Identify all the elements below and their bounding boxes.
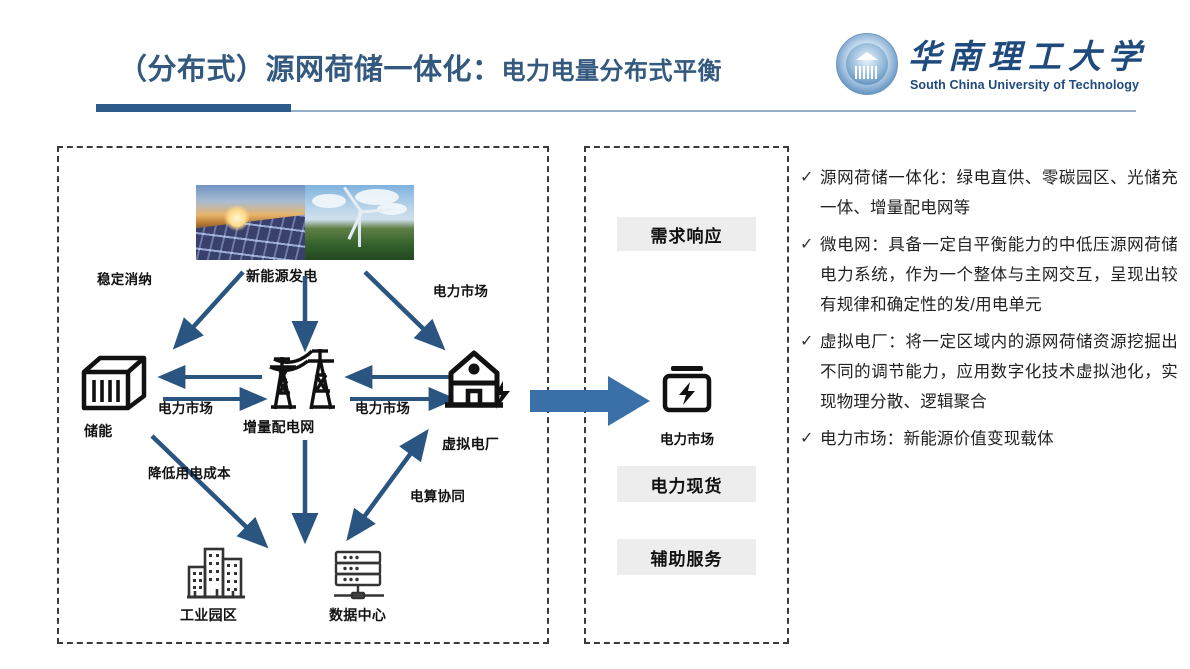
list-item: ✓ 微电网：具备一定自平衡能力的中低压源网荷储电力系统，作为一个整体与主网交互，…	[800, 230, 1178, 320]
university-logo: 华南理工大学 South China University of Technol…	[836, 28, 1146, 100]
label-power-market-right: 电力市场	[433, 284, 489, 299]
label-virtual-power-plant: 虚拟电厂	[442, 436, 500, 452]
label-energy-storage: 储能	[84, 423, 113, 439]
label-industrial-park: 工业园区	[180, 607, 238, 623]
label-data-center: 数据中心	[329, 607, 387, 623]
node-virtual-power-plant	[441, 347, 515, 415]
tag-ancillary-services[interactable]: 辅助服务	[617, 539, 756, 575]
label-power-market-grid-vpp: 电力市场	[355, 401, 411, 416]
flow-arrow-icon	[530, 376, 650, 426]
label-new-energy-generation: 新能源发电	[246, 268, 318, 284]
page-title: （分布式）源网荷储一体化：电力电量分布式平衡	[118, 46, 722, 88]
list-item-text: 虚拟电厂：将一定区域内的源网荷储资源挖掘出不同的调节能力，应用数字化技术虚拟池化…	[820, 333, 1178, 411]
check-icon: ✓	[800, 430, 814, 447]
wind-turbine-photo	[305, 185, 414, 260]
page-title-main: （分布式）源网荷储一体化：	[118, 54, 502, 86]
market-center-icon-wrap	[659, 362, 715, 416]
node-distribution-grid	[266, 345, 344, 413]
renewable-energy-photo	[196, 185, 414, 260]
list-item-text: 微电网：具备一定自平衡能力的中低压源网荷储电力系统，作为一个整体与主网交互，呈现…	[820, 236, 1178, 314]
node-industrial-park	[185, 545, 247, 601]
server-rack-icon	[334, 550, 384, 600]
list-item: ✓ 虚拟电厂：将一定区域内的源网荷储资源挖掘出不同的调节能力，应用数字化技术虚拟…	[800, 327, 1178, 417]
slide-header: （分布式）源网荷储一体化：电力电量分布式平衡 华南理工大学 South Chin…	[0, 0, 1190, 122]
page-title-sub: 电力电量分布式平衡	[501, 58, 723, 85]
tag-demand-response[interactable]: 需求响应	[617, 217, 756, 251]
university-name-cn: 华南理工大学	[908, 37, 1148, 76]
node-energy-storage	[80, 352, 150, 414]
check-icon: ✓	[800, 169, 814, 186]
industrial-buildings-icon	[187, 547, 245, 599]
power-plant-icon	[445, 350, 510, 409]
solar-farm-photo	[196, 185, 305, 260]
title-underline-bar	[96, 104, 291, 112]
battery-market-icon	[662, 366, 712, 413]
label-power-market-storage-grid: 电力市场	[158, 401, 214, 416]
list-item-text: 电力市场：新能源价值变现载体	[820, 430, 1054, 448]
diagram-arrows	[150, 270, 457, 549]
university-seal-icon	[836, 33, 898, 95]
notes-list: ✓ 源网荷储一体化：绿电直供、零碳园区、光储充一体、增量配电网等 ✓ 微电网：具…	[800, 163, 1178, 461]
label-power-compute-synergy: 电算协同	[410, 489, 466, 504]
check-icon: ✓	[800, 333, 814, 350]
university-name-en: South China University of Technology	[910, 78, 1140, 92]
node-data-center	[328, 548, 390, 602]
title-underline-line	[291, 110, 1136, 112]
list-item: ✓ 电力市场：新能源价值变现载体	[800, 424, 1178, 454]
label-market-center: 电力市场	[660, 432, 714, 447]
check-icon: ✓	[800, 236, 814, 253]
battery-container-icon	[81, 355, 147, 411]
label-distribution-grid: 增量配电网	[243, 419, 315, 435]
transmission-tower-icon	[269, 349, 335, 410]
label-stable-consumption: 稳定消纳	[97, 272, 153, 287]
list-item-text: 源网荷储一体化：绿电直供、零碳园区、光储充一体、增量配电网等	[820, 169, 1178, 217]
label-reduce-power-cost: 降低用电成本	[148, 466, 231, 481]
tag-spot-market[interactable]: 电力现货	[617, 466, 756, 502]
list-item: ✓ 源网荷储一体化：绿电直供、零碳园区、光储充一体、增量配电网等	[800, 163, 1178, 223]
